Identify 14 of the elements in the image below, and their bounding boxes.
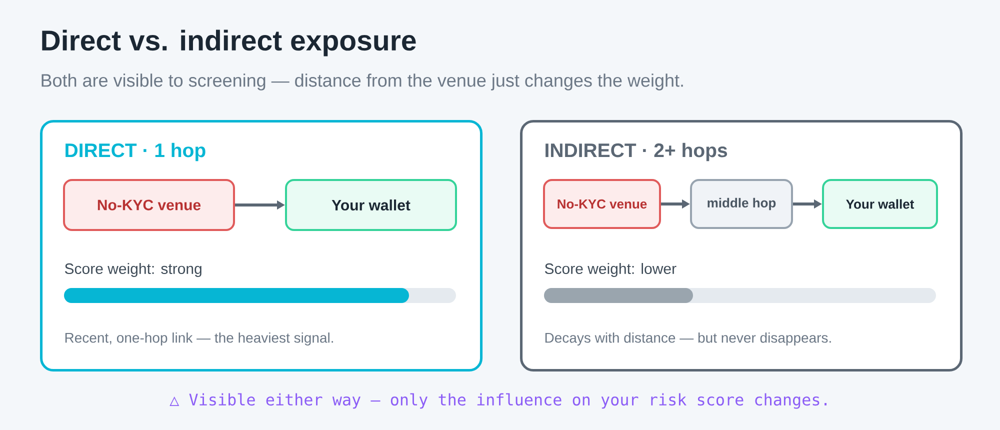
- score-label: Score weight: lower: [544, 263, 676, 277]
- node-box: middle hop: [690, 179, 793, 229]
- panel-heading: DIRECT · 1 hop: [66, 142, 206, 162]
- node-box: No-KYC venue: [543, 179, 661, 229]
- node-box: No-KYC venue: [63, 179, 235, 231]
- node-box: Your wallet: [822, 179, 938, 229]
- panel-heading: INDIRECT · 2+ hops: [546, 142, 728, 162]
- panel-note: Recent, one-hop link — the heaviest signal.: [65, 332, 333, 346]
- panel-note: Decays with distance — but never disappears.: [545, 332, 831, 346]
- node-box: Your wallet: [285, 179, 457, 231]
- subtitle: Both are visible to screening — distance from the venue just changes the weight.: [42, 74, 683, 90]
- score-label: Score weight: strong: [64, 263, 202, 277]
- title: Direct vs. indirect exposure: [42, 30, 416, 56]
- footnote: △ Visible either way — only the influence on your risk score changes.: [170, 393, 826, 409]
